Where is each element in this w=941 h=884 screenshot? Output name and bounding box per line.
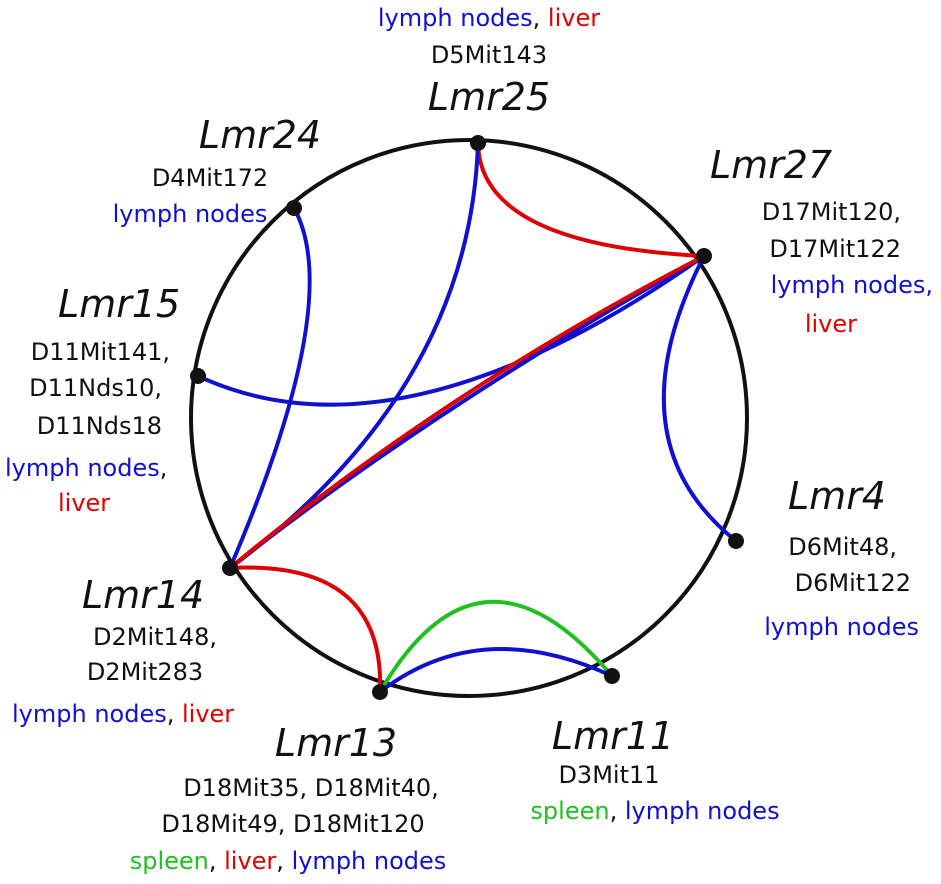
node-dot-lmr14 (222, 560, 238, 576)
node-dot-lmr27 (696, 248, 712, 264)
lmr13-tissues: spleen, liver, lymph nodes (98, 846, 478, 876)
lmr4-tissue-1: lymph nodes (764, 613, 919, 641)
node-dot-lmr15 (190, 368, 206, 384)
lmr11-tissue-1: spleen (530, 797, 610, 825)
lmr13-name: Lmr13 (274, 721, 398, 765)
node-dot-lmr4 (728, 533, 744, 549)
link-lmr25-lmr27-liver (476, 142, 705, 258)
lmr25-tissues: lymph nodes, liver (369, 3, 609, 33)
lmr24-marker: D4Mit172 (151, 164, 269, 192)
lmr13-sep-1: , (208, 847, 225, 875)
lmr24-name: Lmr24 (198, 113, 322, 157)
lmr14-tissues: lymph nodes, liver (12, 699, 234, 729)
link-lmr13-lmr11-spleen (378, 599, 614, 694)
lmr14-marker-1: D2Mit148, (93, 623, 217, 651)
lmr4-marker-2: D6Mit122 (794, 569, 911, 597)
lmr24-tissue-1: lymph nodes (112, 200, 268, 228)
lmr25-sep-1: , (532, 4, 548, 32)
lmr27-tissue-2: liver (804, 310, 857, 338)
lmr25-tissue-2: liver (547, 4, 601, 32)
lmr15-tissue-2: liver (58, 489, 111, 517)
lmr13-tissue-1: spleen (129, 847, 209, 875)
link-lmr24-lmr14-lymph (228, 207, 312, 569)
lmr25-name: Lmr25 (427, 75, 551, 119)
lmr25-marker: D5Mit143 (430, 41, 548, 69)
link-lmr27-lmr4-lymph (661, 255, 738, 543)
lmr15-marker-1: D11Mit141, (30, 338, 170, 366)
lmr14-marker-2: D2Mit283 (86, 658, 204, 686)
lmr14-sep-1: , (166, 700, 182, 728)
lmr14-tissue-1: lymph nodes (12, 700, 167, 728)
lmr15-marker-2: D11Nds10, (29, 374, 162, 402)
lmr13-tissue-2: liver (224, 847, 277, 875)
lmr14-name: Lmr14 (82, 573, 205, 617)
lmr11-tissue-2: lymph nodes (624, 797, 780, 825)
lmr27-marker-1: D17Mit120, (761, 198, 901, 226)
link-lmr15-lmr27-lymph (197, 254, 706, 407)
node-dot-lmr25 (470, 135, 486, 151)
lmr11-sep-1: , (609, 797, 625, 825)
lmr11-tissues: spleen, lymph nodes (505, 796, 805, 826)
lmr13-tissue-3: lymph nodes (291, 847, 447, 875)
lmr15-tissues: lymph nodes, (5, 453, 167, 483)
node-dot-lmr11 (604, 668, 620, 684)
lmr27-marker-2: D17Mit122 (769, 235, 901, 263)
outer-circle (189, 138, 749, 698)
lmr15-name: Lmr15 (58, 282, 181, 326)
lmr13-sep-2: , (276, 847, 292, 875)
lmr11-name: Lmr11 (551, 714, 675, 758)
lmr15-marker-3: D11Nds18 (36, 412, 162, 440)
lmr11-marker: D3Mit11 (558, 761, 660, 789)
lmr25-tissue-1: lymph nodes (377, 4, 533, 32)
link-lmr27-lmr14-liver (228, 254, 705, 570)
lmr13-marker-2: D18Mit49, D18Mit120 (161, 810, 425, 838)
lmr4-marker-1: D6Mit48, (788, 533, 897, 561)
lmr15-sep-1: , (159, 454, 168, 482)
lmr14-tissue-2: liver (182, 700, 235, 728)
node-dot-lmr13 (372, 684, 388, 700)
lmr15-tissue-1: lymph nodes (5, 454, 160, 482)
lmr4-name: Lmr4 (788, 474, 886, 518)
node-dot-lmr24 (286, 200, 302, 216)
lmr27-name: Lmr27 (710, 143, 833, 187)
link-lmr13-lmr11-lymph (378, 647, 613, 694)
link-lmr14-lmr13-liver (229, 565, 383, 693)
lmr27-tissue-1: lymph nodes, (770, 271, 933, 299)
lmr13-marker-1: D18Mit35, D18Mit40, (183, 774, 439, 802)
